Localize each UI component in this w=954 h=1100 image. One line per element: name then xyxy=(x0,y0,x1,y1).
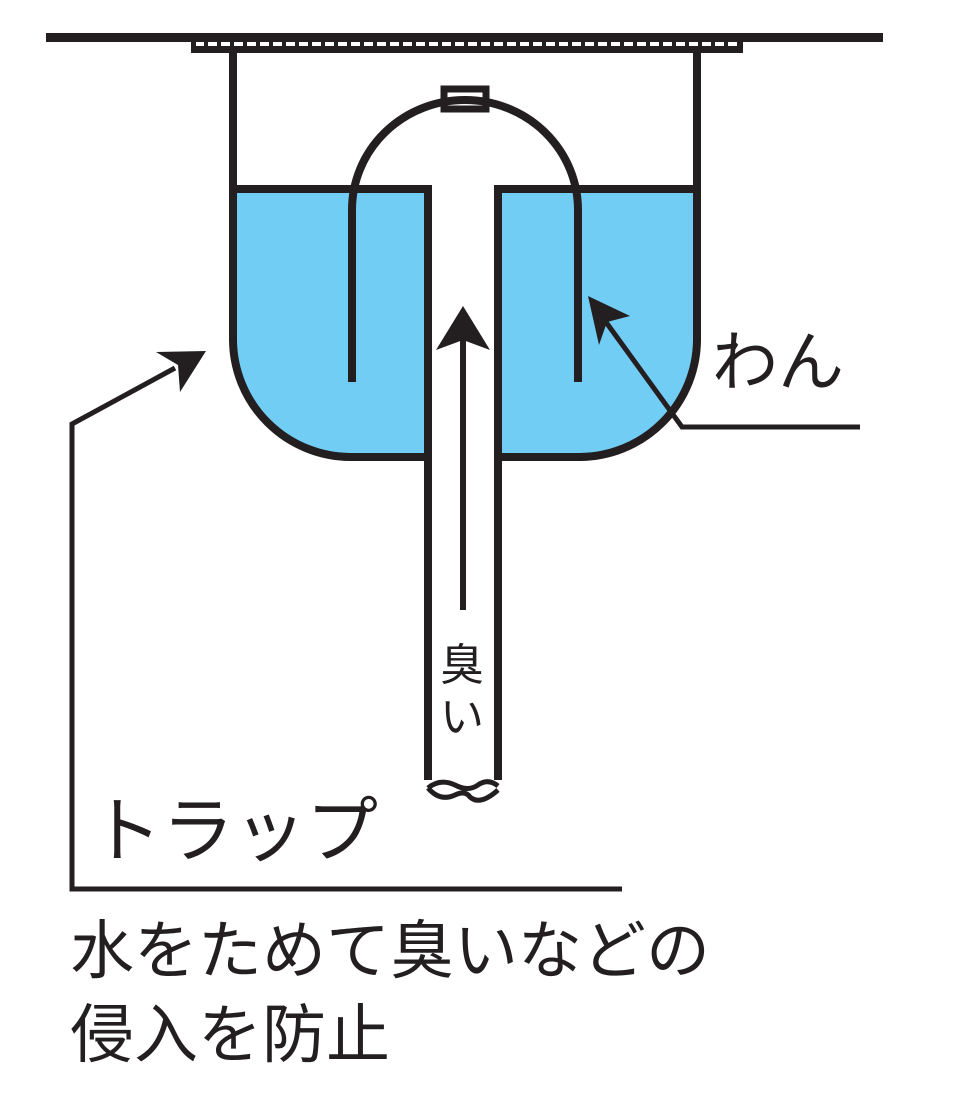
smell-label: 臭い xyxy=(440,640,484,743)
pipe-break xyxy=(426,779,500,791)
trap-pointer xyxy=(69,351,622,892)
bowl-label: わん xyxy=(712,324,844,401)
description-line-2: 侵入を防止 xyxy=(70,999,390,1073)
description: 水をためて臭いなどの 侵入を防止 xyxy=(70,910,710,1078)
trap-body-outline xyxy=(229,50,424,461)
grate xyxy=(191,40,743,53)
bowl-pointer xyxy=(588,296,860,430)
bowl xyxy=(348,85,582,382)
trap-label: トラップ xyxy=(90,789,379,873)
smell-arrow xyxy=(436,306,490,610)
water-left xyxy=(233,190,424,457)
description-line-1: 水をためて臭いなどの xyxy=(70,915,710,989)
floor-line xyxy=(46,33,883,42)
